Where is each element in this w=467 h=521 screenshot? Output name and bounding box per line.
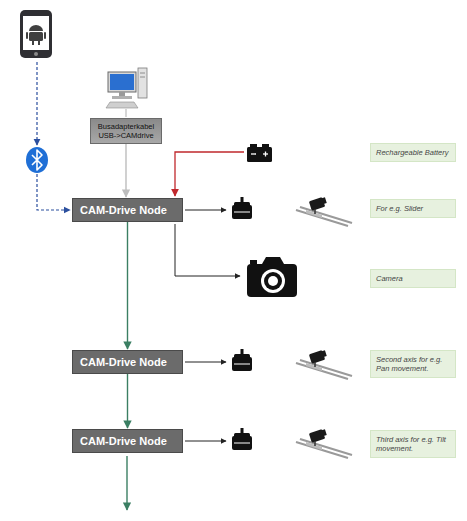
computer-icon bbox=[140, 77, 145, 78]
phone-icon bbox=[20, 10, 52, 58]
bus-connector bbox=[127, 374, 128, 428]
bus-connector bbox=[127, 222, 128, 349]
motor-wire bbox=[185, 210, 226, 211]
node-text: For e.g. Slider bbox=[376, 204, 450, 213]
camera-icon bbox=[268, 276, 278, 286]
note-box: Rechargeable Battery bbox=[370, 143, 456, 162]
node-text: Busadapterkabel USB->CAMdrive bbox=[96, 122, 156, 140]
computer-icon bbox=[140, 73, 145, 74]
camera-icon bbox=[247, 257, 297, 297]
note-box: Second axis for e.g. Pan movement. bbox=[370, 350, 456, 378]
process-box: CAM-Drive Node bbox=[72, 198, 183, 222]
node-text: CAM-Drive Node bbox=[80, 203, 175, 217]
stepper-motor bbox=[232, 349, 252, 371]
stepper-motor bbox=[232, 428, 252, 450]
computer-icon bbox=[112, 96, 132, 99]
bluetooth-icon bbox=[26, 147, 48, 173]
motor-wire bbox=[185, 441, 226, 442]
bluetooth-link bbox=[37, 62, 70, 210]
battery-icon bbox=[251, 153, 256, 154]
battery-icon bbox=[247, 147, 272, 162]
bluetooth-link bbox=[37, 174, 70, 210]
computer-icon bbox=[110, 74, 134, 90]
slider-picture bbox=[296, 350, 352, 379]
process-box: CAM-Drive Node bbox=[72, 350, 183, 374]
node-text: Camera bbox=[376, 274, 450, 283]
battery-icon bbox=[250, 144, 257, 147]
note-box: Third axis for e.g. Tilt movement. bbox=[370, 430, 456, 458]
node-text: CAM-Drive Node bbox=[80, 355, 175, 369]
battery-icon bbox=[265, 152, 266, 157]
phone-icon bbox=[34, 52, 38, 56]
battery-icon bbox=[262, 144, 269, 147]
node-text: Rechargeable Battery bbox=[376, 148, 450, 157]
camera-icon bbox=[247, 264, 297, 297]
phone-icon bbox=[26, 32, 28, 39]
computer-icon bbox=[138, 68, 147, 98]
node-text: Second axis for e.g. Pan movement. bbox=[376, 355, 450, 373]
computer-icon bbox=[119, 92, 125, 96]
camera-wire bbox=[175, 224, 240, 276]
node-text: CAM-Drive Node bbox=[80, 434, 175, 448]
power-wire bbox=[175, 152, 244, 196]
slider-picture bbox=[296, 429, 352, 458]
computer-icon bbox=[106, 102, 138, 108]
camera-icon bbox=[264, 272, 282, 290]
usb-wire bbox=[125, 109, 126, 117]
phone-icon bbox=[20, 10, 52, 58]
note-box: Camera bbox=[370, 269, 456, 288]
battery-icon bbox=[247, 144, 272, 162]
phone-icon bbox=[23, 16, 49, 50]
phone-icon bbox=[32, 41, 34, 45]
note-box: For e.g. Slider bbox=[370, 199, 456, 218]
motor-wire bbox=[185, 362, 226, 363]
phone-icon bbox=[29, 25, 43, 31]
computer-icon bbox=[108, 72, 136, 92]
phone-icon bbox=[44, 32, 46, 39]
stepper-motor bbox=[232, 197, 252, 219]
camera-icon bbox=[261, 269, 285, 293]
slider-picture bbox=[296, 197, 352, 226]
process-box: CAM-Drive Node bbox=[72, 429, 183, 453]
bus-continuation bbox=[126, 456, 127, 510]
phone-icon bbox=[38, 41, 40, 45]
bus-connector bbox=[125, 144, 126, 197]
adapter-box: Busadapterkabel USB->CAMdrive bbox=[90, 118, 162, 144]
computer-icon bbox=[106, 68, 147, 108]
node-text: Third axis for e.g. Tilt movement. bbox=[376, 435, 450, 453]
bluetooth-link bbox=[36, 62, 37, 145]
bluetooth-icon bbox=[32, 150, 42, 170]
bluetooth-icon bbox=[26, 147, 48, 173]
camera-icon bbox=[262, 257, 284, 264]
camera-icon bbox=[250, 260, 257, 264]
phone-icon bbox=[29, 32, 43, 41]
